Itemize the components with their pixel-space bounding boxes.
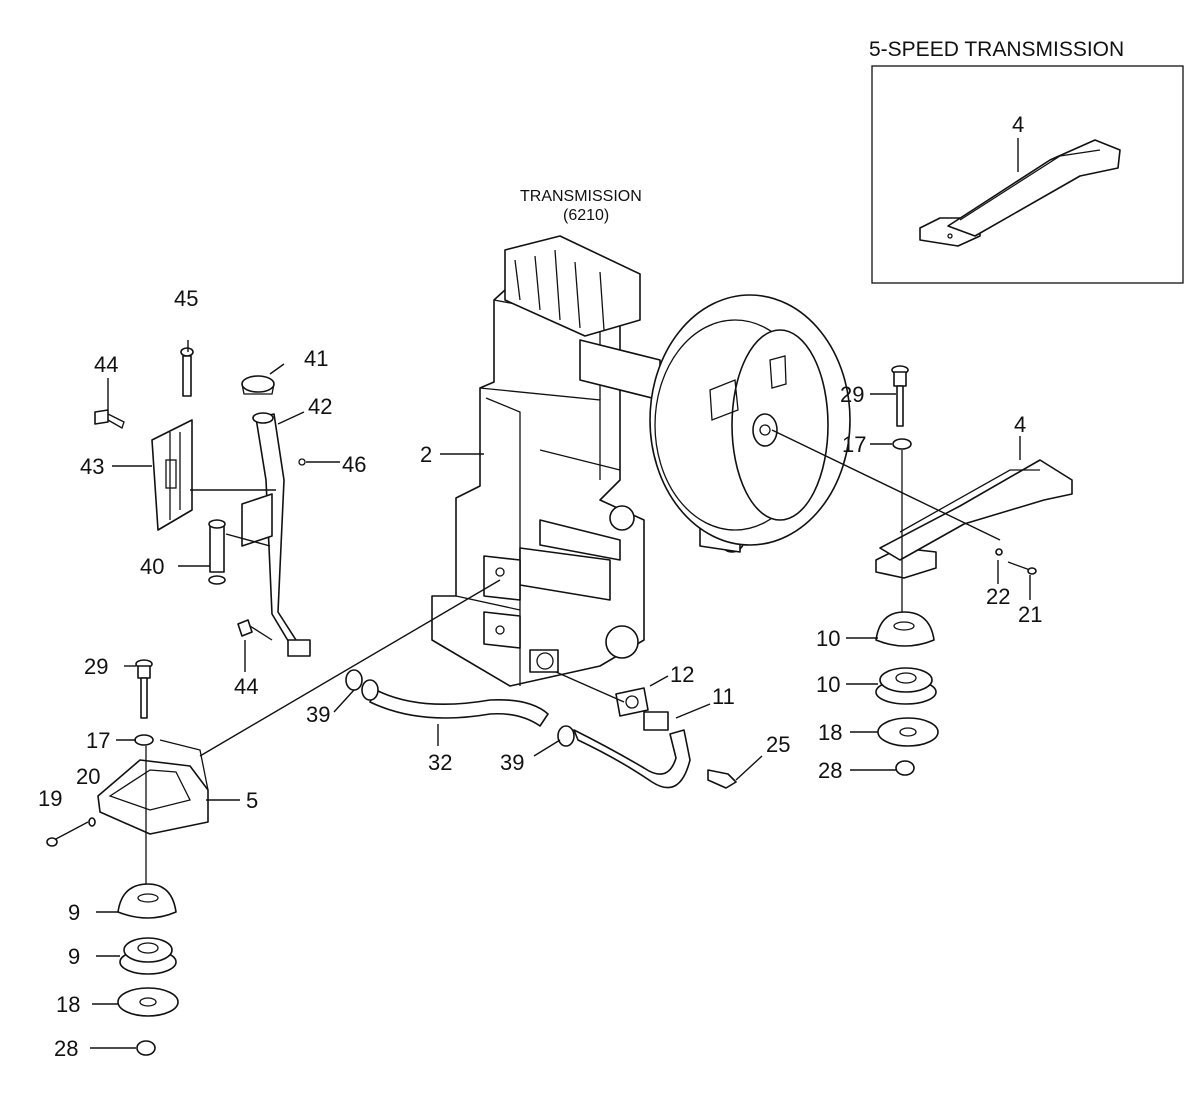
callout-19: 19 [38, 786, 62, 811]
callout-28-left: 28 [54, 1036, 78, 1061]
callout-11: 11 [712, 684, 735, 709]
callout-18-right: 18 [818, 720, 842, 745]
hose-11 [573, 711, 691, 789]
callout-40: 40 [140, 554, 164, 579]
callout-12: 12 [670, 662, 694, 687]
callout-29-left: 29 [84, 654, 108, 679]
transmission-title: TRANSMISSION [520, 188, 642, 205]
callout-42: 42 [308, 394, 332, 419]
callout-10-upper: 10 [816, 626, 840, 651]
callout-9-lower: 9 [68, 944, 80, 969]
washer-20 [88, 817, 96, 827]
callout-2: 2 [420, 442, 432, 467]
transmission-model: (6210) [563, 207, 609, 224]
callout-39-left: 39 [306, 702, 330, 727]
bracket-43 [151, 419, 193, 531]
bracket-5 [97, 739, 209, 835]
bolt-19 [46, 821, 89, 847]
leader-lines [90, 340, 1031, 1049]
bolt-25 [707, 769, 737, 789]
callout-5: 5 [246, 788, 258, 813]
bolt-45 [180, 347, 194, 397]
callout-29-right: 29 [840, 382, 864, 407]
mount-10-upper [875, 611, 935, 647]
callout-22: 22 [986, 584, 1010, 609]
hose-32 [369, 689, 549, 727]
callout-45: 45 [174, 286, 198, 311]
callout-17-right: 17 [842, 432, 866, 457]
callout-39-right: 39 [500, 750, 524, 775]
callout-4: 4 [1014, 412, 1026, 437]
callout-28-right: 28 [818, 758, 842, 783]
callout-18-left: 18 [56, 992, 80, 1017]
callout-44-lower: 44 [234, 674, 258, 699]
clamp-39-left [345, 669, 379, 701]
bolt-44-upper [94, 409, 125, 429]
callout-32: 32 [428, 750, 452, 775]
bracket-plate [241, 493, 273, 547]
callout-21: 21 [1018, 602, 1042, 627]
washer-22 [995, 548, 1003, 556]
bolt-29-right [891, 365, 909, 427]
callout-46: 46 [342, 452, 366, 477]
inset-label-4: 4 [1012, 112, 1024, 137]
callout-labels: 45 44 43 40 41 42 46 2 44 29 17 20 19 5 … [38, 286, 1042, 1061]
inset-5-speed: 5-SPEED TRANSMISSION 4 [869, 38, 1184, 284]
inset-frame [871, 65, 1184, 284]
bracket-4-right [875, 459, 1073, 579]
bracket-40 [208, 519, 226, 585]
clamp-39-right [557, 725, 575, 747]
plate-18-right [877, 717, 939, 747]
callout-10-lower: 10 [816, 672, 840, 697]
callout-44: 44 [94, 352, 118, 377]
washer-17-right [892, 438, 912, 450]
bolt-29-left [135, 659, 153, 719]
mount-10-lower [875, 667, 937, 705]
bolt-44-lower [237, 619, 273, 641]
callout-41: 41 [304, 346, 328, 371]
mount-9-lower [119, 937, 177, 975]
washer-17-left [134, 734, 154, 746]
plate-18-left [117, 987, 179, 1017]
callout-43: 43 [80, 454, 104, 479]
callout-20: 20 [76, 764, 100, 789]
nut-28-right [895, 760, 915, 776]
inset-bracket [919, 139, 1121, 247]
callout-17-left: 17 [86, 728, 110, 753]
bolt-21 [1007, 561, 1037, 575]
transmission-housing [431, 235, 745, 687]
dipstick-cap [241, 375, 275, 395]
callout-9-upper: 9 [68, 900, 80, 925]
nut-28-left [136, 1040, 156, 1056]
callout-25: 25 [766, 732, 790, 757]
gasket-12 [615, 687, 649, 717]
mount-9-upper [117, 883, 177, 919]
converter-housing [649, 294, 851, 546]
inset-title: 5-SPEED TRANSMISSION [869, 38, 1124, 61]
